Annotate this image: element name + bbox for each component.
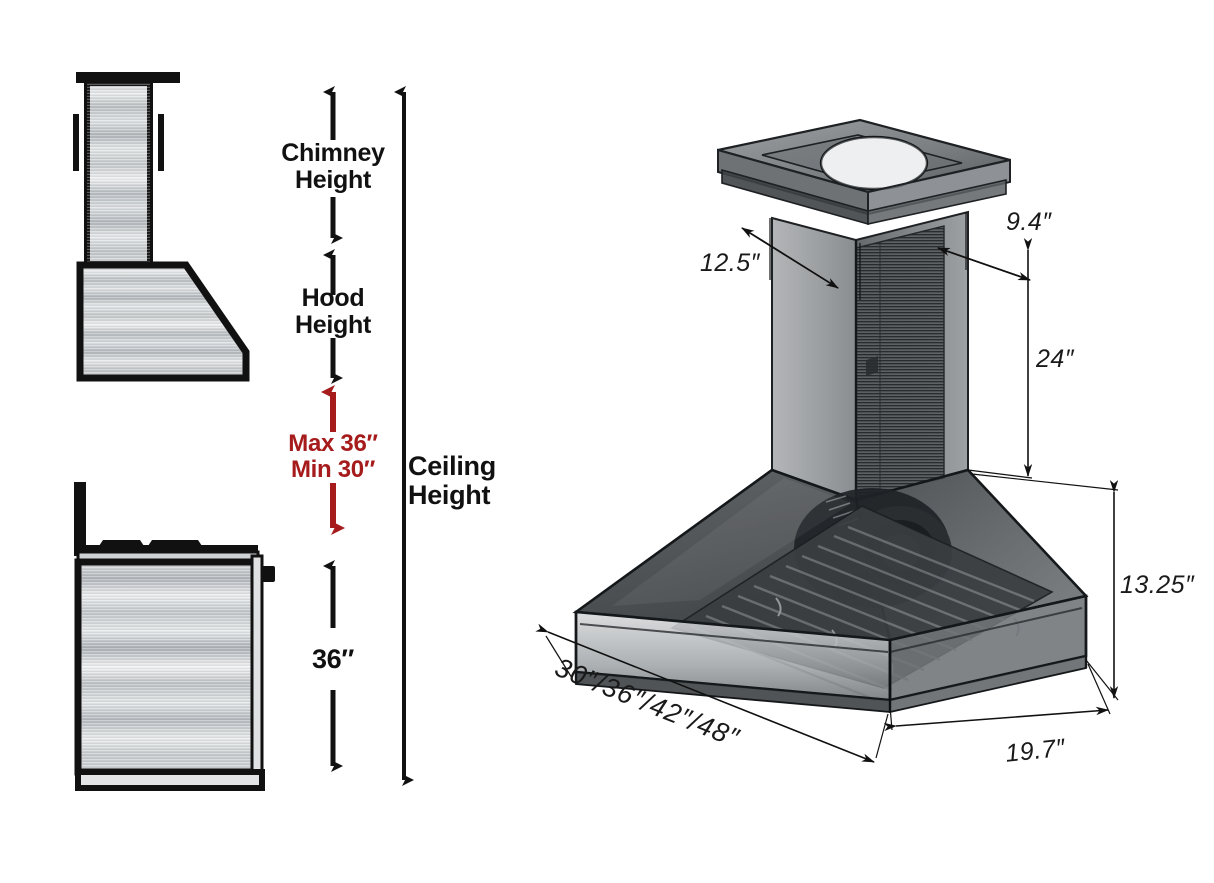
dim-hood-height <box>971 473 1119 701</box>
label-hood-height: Hood Height <box>295 284 371 339</box>
hood-side-profile <box>73 72 250 382</box>
label-clearance-max: Max 36″ <box>288 430 378 457</box>
dim-label-chimney-height: 24″ <box>1036 345 1075 373</box>
dim-label-chimney-width: 9.4″ <box>1006 208 1052 236</box>
label-chimney-height: Chimney Height <box>281 139 385 194</box>
dim-hood-depth <box>883 663 1111 732</box>
chimney-column <box>771 210 969 502</box>
chimney-top-cap <box>717 118 1011 226</box>
dim-label-hood-width: 30″/36″/42″/48″ <box>550 652 744 754</box>
label-counter-height: 36″ <box>311 644 355 674</box>
dim-chimney-height <box>967 238 1033 479</box>
dim-label-chimney-depth: 12.5″ <box>700 249 761 277</box>
label-clearance-min: Min 30″ <box>290 456 376 483</box>
hood-canopy <box>572 468 1089 642</box>
label-ceiling-height: Ceiling Height <box>408 451 496 511</box>
range-side-profile <box>74 482 275 791</box>
dim-label-hood-depth: 19.7″ <box>1004 733 1067 768</box>
baffle-filters <box>670 505 1054 702</box>
dim-label-hood-height: 13.25″ <box>1120 571 1195 599</box>
